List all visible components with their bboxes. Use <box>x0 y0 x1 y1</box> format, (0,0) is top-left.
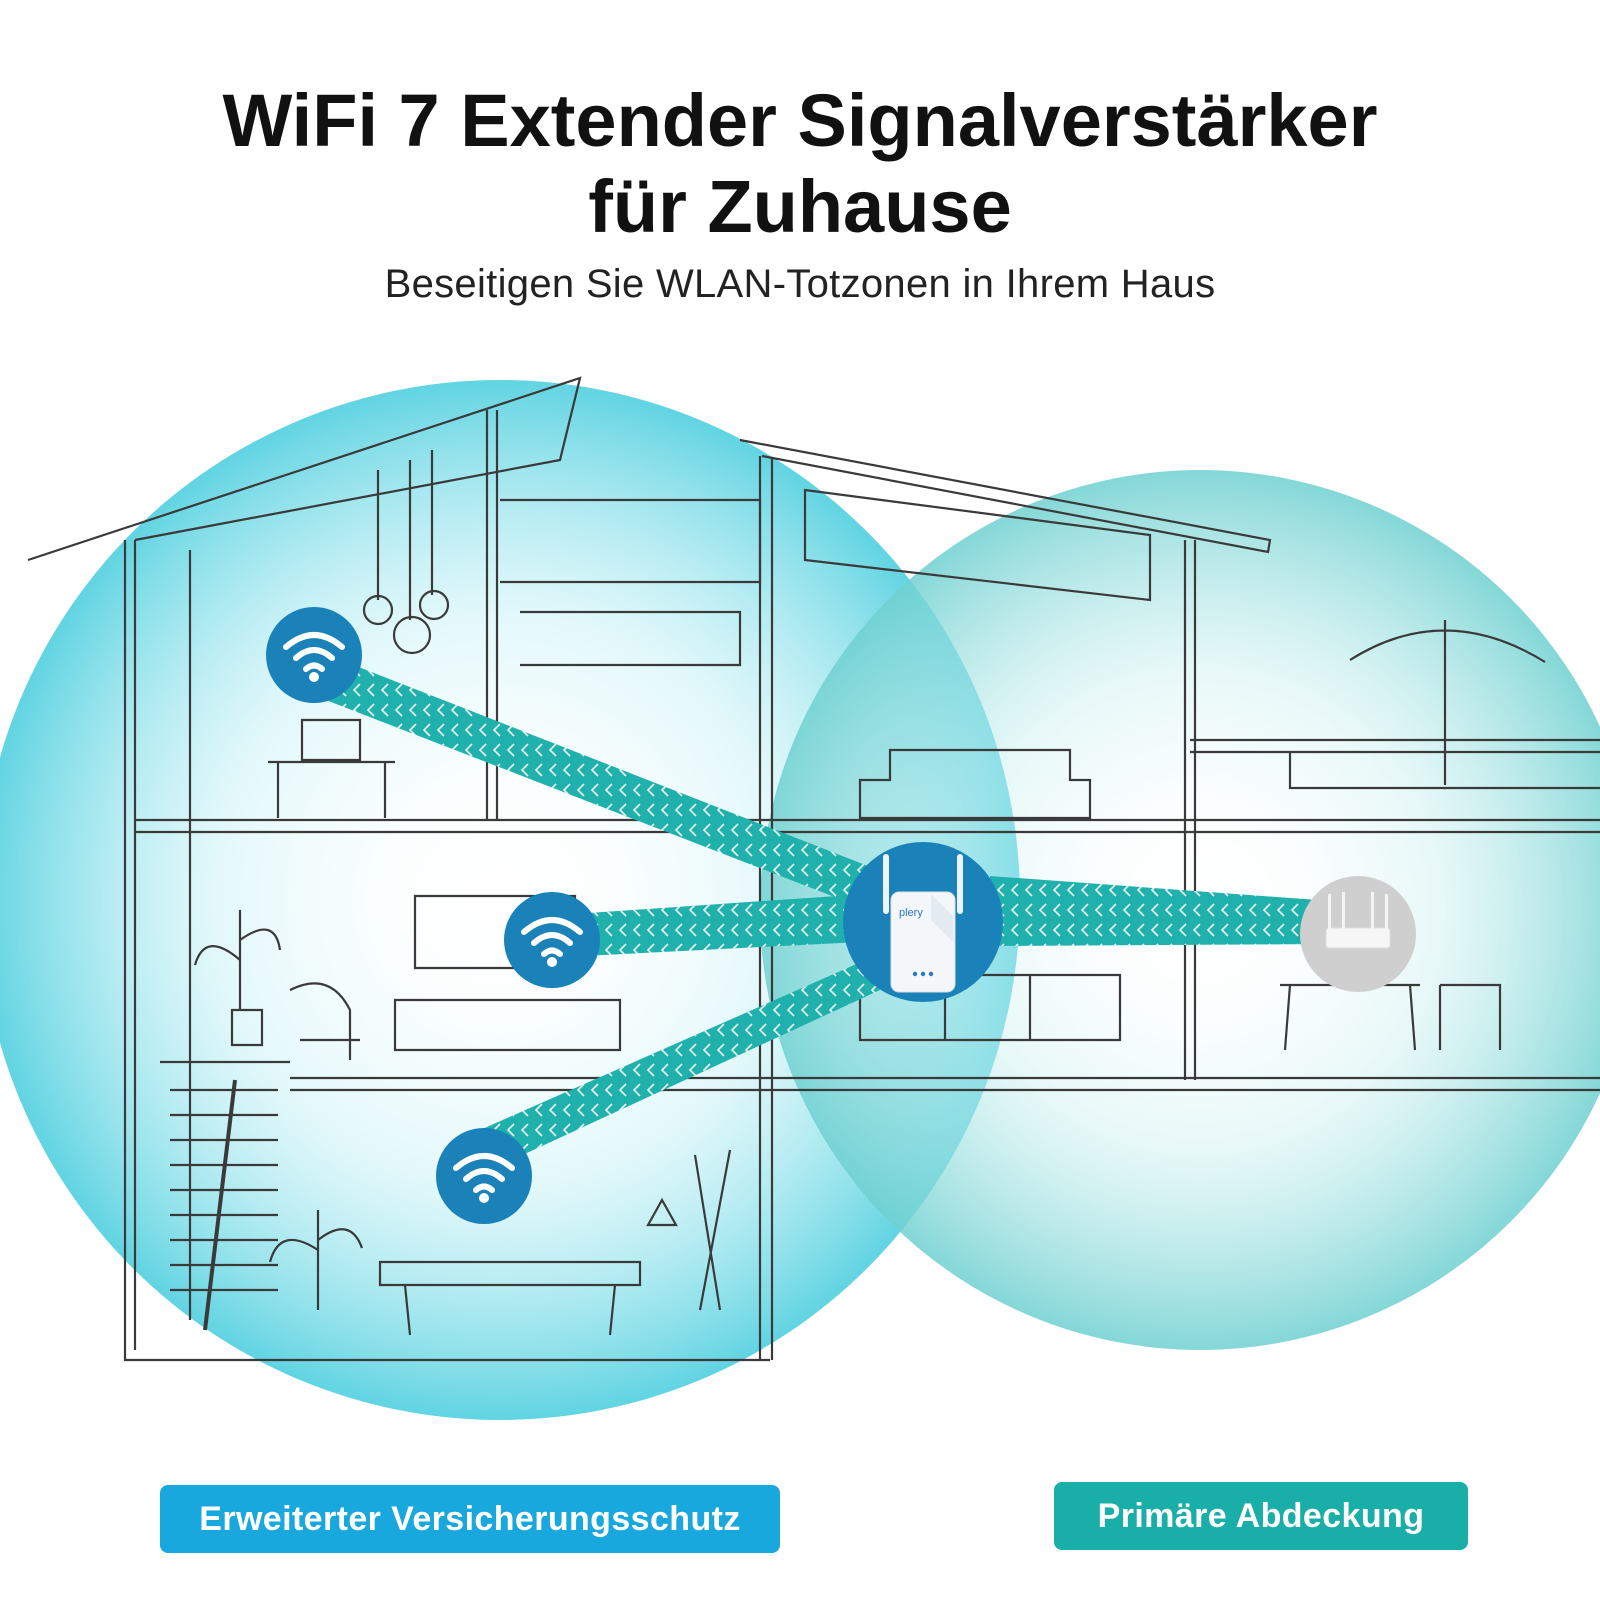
extended-coverage-badge: Erweiterter Versicherungsschutz <box>160 1485 780 1553</box>
signal-beams <box>300 650 1345 1170</box>
page-title: WiFi 7 Extender Signalverstärker für Zuh… <box>0 78 1600 250</box>
wifi-node-middle <box>504 892 600 988</box>
wifi-icon <box>453 1153 515 1193</box>
router-node <box>1300 876 1416 992</box>
wifi-icon <box>283 632 345 672</box>
title-line-2: für Zuhause <box>588 165 1012 248</box>
house-drawing <box>27 376 1600 1362</box>
router-icon <box>1325 892 1391 949</box>
wifi-node-bottom <box>436 1128 532 1224</box>
extender-brand: plery <box>899 907 923 919</box>
coverage-circle-left <box>0 380 1020 1420</box>
extender-device: plery <box>843 842 1003 1002</box>
primary-coverage-badge: Primäre Abdeckung <box>1054 1482 1468 1550</box>
wifi-icon <box>521 917 583 957</box>
wifi-node-top <box>266 607 362 703</box>
subtitle: Beseitigen Sie WLAN-Totzonen in Ihrem Ha… <box>384 262 1216 306</box>
title-line-1: WiFi 7 Extender Signalverstärker <box>222 79 1378 162</box>
